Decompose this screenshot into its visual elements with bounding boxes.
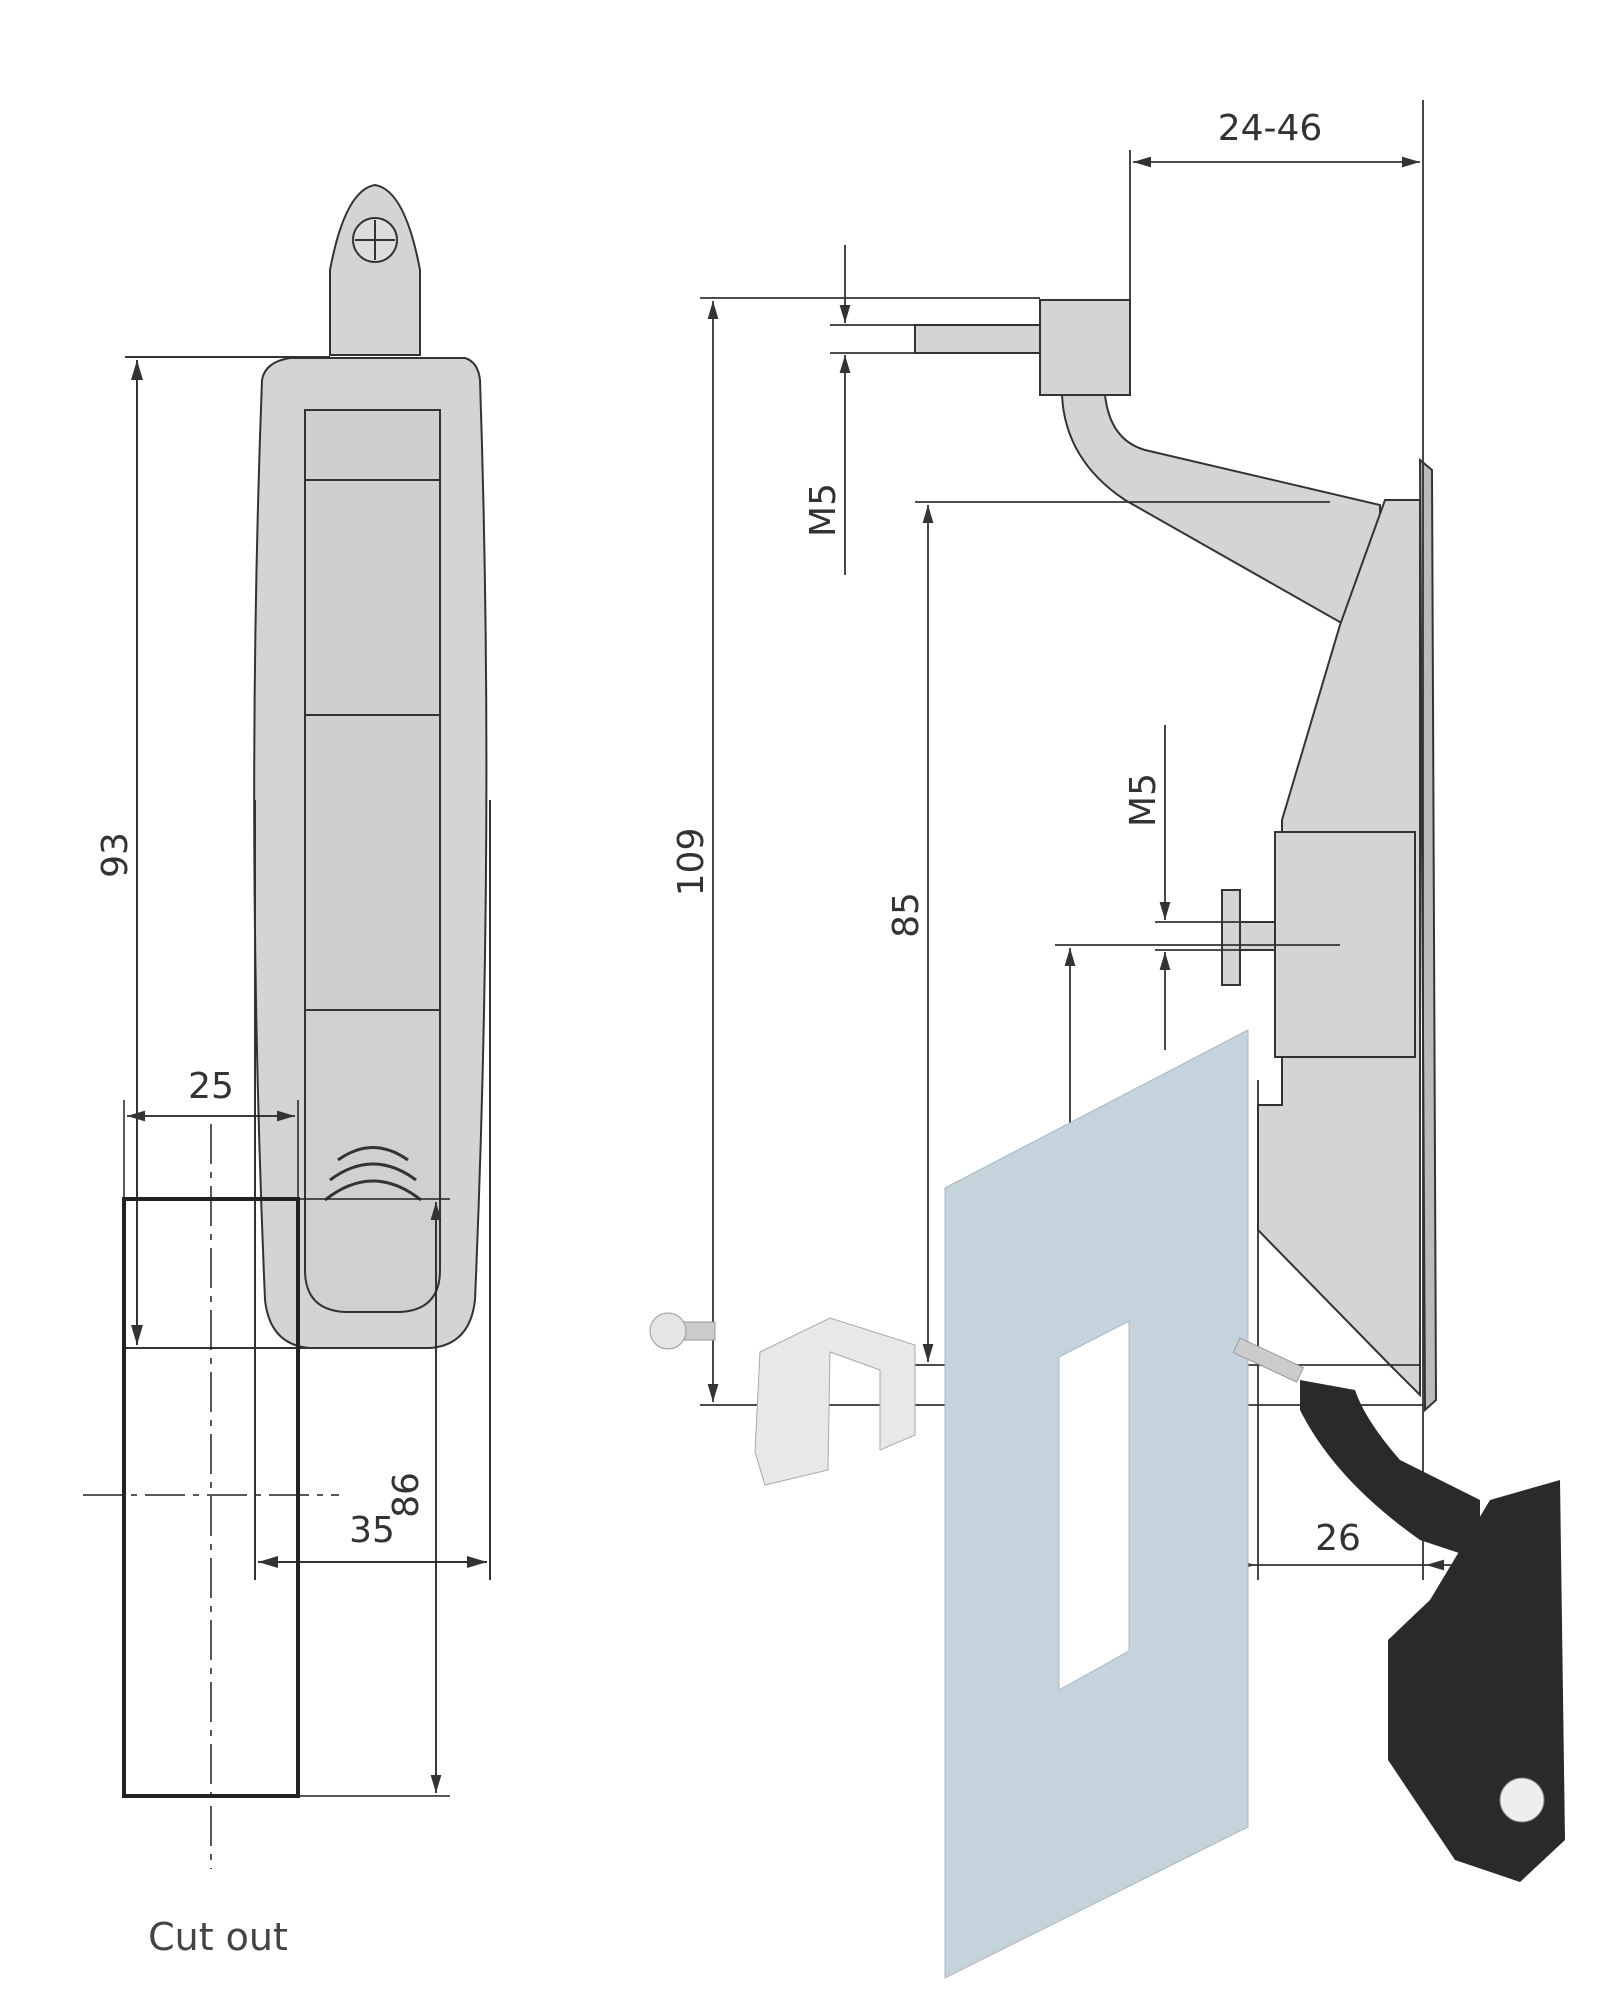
depth-dim: 26 <box>1315 1518 1361 1559</box>
exploded-view <box>649 1029 1565 1979</box>
side-view <box>914 299 1438 1413</box>
lever <box>304 409 441 1011</box>
thread-mid-label: M5 <box>1123 773 1164 827</box>
front-dimensions <box>125 356 491 1580</box>
lever-grip <box>304 1009 441 1313</box>
top-tab <box>329 183 421 356</box>
mid-nut <box>1221 889 1241 986</box>
cutout-height-dim: 86 <box>386 1472 427 1518</box>
height-dim-93: 93 <box>95 832 136 878</box>
handle-rod <box>1232 1337 1305 1383</box>
grip-ridges-icon <box>324 1146 422 1202</box>
width-dim-35: 35 <box>349 1510 395 1551</box>
threaded-rod <box>914 324 1041 354</box>
key-lock-icon <box>1499 1777 1545 1823</box>
handle-body <box>1388 1480 1565 1882</box>
bracket-arm <box>1060 394 1381 627</box>
hex-nut <box>1039 299 1131 396</box>
u-bracket <box>754 1317 916 1486</box>
handle-arm <box>1300 1380 1480 1560</box>
projection-dim: 24-46 <box>1218 108 1323 149</box>
cutout-caption: Cut out <box>148 1915 288 1959</box>
front-view <box>253 183 488 1349</box>
cutout-width-dim: 25 <box>188 1066 234 1107</box>
cutout-drawing <box>83 1100 450 1869</box>
bracket-height-dim: 85 <box>886 892 927 938</box>
overall-height-dim: 109 <box>671 828 712 897</box>
panel-cutout-hole <box>1058 1320 1130 1691</box>
thread-top-label: M5 <box>803 483 844 537</box>
screw-icon <box>649 1312 716 1350</box>
